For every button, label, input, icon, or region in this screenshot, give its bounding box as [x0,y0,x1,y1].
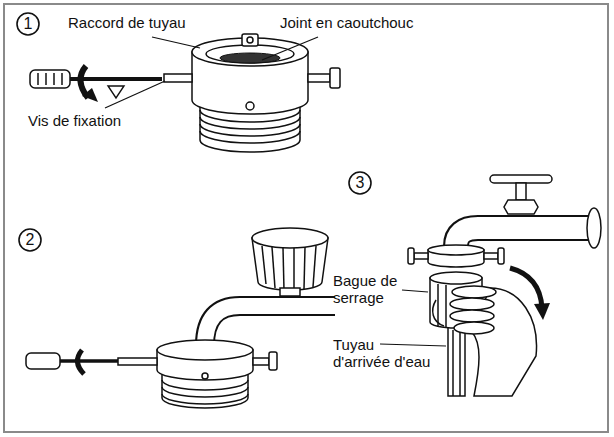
tap-knob [313,246,316,287]
hose [459,330,461,396]
screwdriver [53,73,55,85]
fixing-screw [484,253,498,259]
tap-knob [293,248,295,290]
screwdriver [30,70,70,88]
wall-flange [587,208,601,248]
fixing-screw [164,74,192,82]
callout-number: 1 [17,13,39,35]
screwdriver [37,73,39,85]
hand [450,298,494,310]
fixing-screw [253,358,269,365]
screwdriver [30,70,162,88]
tap-knob [272,247,275,288]
tap-spout [205,306,337,346]
callout-circle [19,229,41,251]
hand [452,286,496,298]
turn-arrow [510,268,542,308]
hand [433,300,444,326]
screwdriver [70,77,162,81]
hand [433,286,537,396]
tap-knob [252,228,328,248]
screwdriver [61,73,63,85]
leader-line [105,37,318,108]
threaded-base [162,387,248,397]
rubber-gasket [220,53,280,63]
tap-handle [490,175,552,183]
fixing-screw [408,248,414,264]
threaded-base [200,124,300,136]
hose-fitting [157,340,253,360]
callout-circle [349,172,371,194]
fixing-screw [330,68,340,88]
turn-arrow [534,303,550,320]
hose-fitting [192,38,308,66]
hose [448,326,465,396]
hose-fitting [192,34,308,114]
hand [454,322,494,334]
threaded-base [200,117,300,129]
tap-knob [252,228,328,296]
tap-handle [516,183,526,200]
fixing-screw [308,74,330,82]
hose-fitting [246,102,254,110]
fixing-screw [414,253,428,259]
threaded-base [200,131,300,143]
hose [448,326,465,396]
clamping-ring [430,272,482,284]
turn-arrow [82,88,98,102]
leader-line [402,290,428,292]
fixing-screw [164,68,340,88]
clamping-ring [437,284,439,326]
tap-knob [304,247,305,289]
leader-line [105,81,165,108]
callout-number: 3 [349,172,371,194]
callout-number: 2 [19,229,41,251]
screwdriver [45,73,47,85]
tap-knob [283,248,284,290]
callout-circle [17,13,39,35]
tap-handle [504,200,538,214]
threaded-base [162,380,248,390]
hose [452,330,454,396]
fixing-screw [408,248,504,264]
part-label: Raccord de tuyau [68,14,186,31]
leader-line [380,344,446,346]
threaded-base [162,394,248,404]
fixing-screw [118,352,277,370]
callout-circle [17,13,371,251]
hose-fitting [247,37,253,43]
leader-line [262,37,318,60]
screwdriver [26,353,60,369]
screwdriver [60,359,118,363]
tap-body [456,228,594,247]
hose-fitting [428,245,484,267]
hose-fitting [157,340,253,380]
part-label: Vis de fixation [28,112,121,129]
hose-fitting [202,373,208,379]
turn-arrow [77,350,84,374]
hose-fitting [428,245,484,255]
fixing-screw [269,352,277,370]
fixing-screw [498,248,504,264]
tap-knob [262,246,266,284]
fixing-screw [118,358,157,365]
frame [4,4,608,432]
hand [450,310,494,322]
hose-fitting [206,45,294,63]
clamping-ring [445,285,447,328]
part-label: Bague de serrage [333,272,413,306]
part-label: Tuyau d'arrivée d'eau [333,336,433,370]
tap-knob [280,288,300,296]
tap-handle [490,175,552,214]
leader-line [152,37,200,48]
hose-fitting [242,34,258,46]
part-label: Joint en caoutchouc [280,14,413,31]
leader-line [380,290,446,346]
tip-marker [108,86,124,98]
screwdriver [26,353,118,369]
